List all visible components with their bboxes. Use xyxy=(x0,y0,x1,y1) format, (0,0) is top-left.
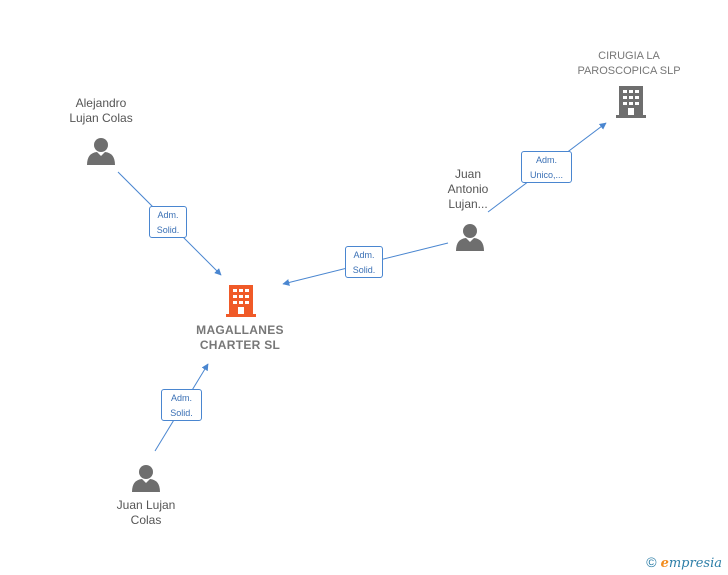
alejandro-label[interactable]: Alejandro Lujan Colas xyxy=(51,96,151,126)
edge-label-detail: Solid. xyxy=(156,225,180,235)
juan-antonio-name-line2: Antonio xyxy=(447,182,489,196)
juan-lujan-person-icon[interactable] xyxy=(132,465,160,492)
juan-lujan-name-line1: Juan Lujan xyxy=(116,498,176,512)
edge-label-detail: Unico,... xyxy=(529,170,563,180)
main-company-building-icon[interactable] xyxy=(226,285,256,317)
main-company-label[interactable]: MAGALLANES CHARTER SL xyxy=(180,323,300,353)
edge-label-juan-antonio-to-cirugia[interactable]: Adm. Unico,... xyxy=(521,151,572,183)
juan-antonio-label[interactable]: Juan Antonio Lujan... xyxy=(428,167,508,212)
edge-label-role: Adm. xyxy=(353,250,375,260)
edge-label-detail: Solid. xyxy=(352,265,376,275)
brand-logo: empresia xyxy=(661,556,722,571)
juan-lujan-name-line2: Colas xyxy=(130,513,162,527)
juan-antonio-name-line1: Juan xyxy=(454,167,482,181)
edge-label-alejandro-to-main[interactable]: Adm. Solid. xyxy=(149,206,187,238)
cirugia-name-line1: CIRUGIA LA xyxy=(598,50,660,62)
juan-lujan-label[interactable]: Juan Lujan Colas xyxy=(96,498,196,528)
edge-label-role: Adm. xyxy=(535,155,557,165)
juan-antonio-name-line3: Lujan... xyxy=(448,197,488,211)
alejandro-name-line2: Lujan Colas xyxy=(69,111,133,125)
cirugia-building-icon[interactable] xyxy=(616,86,646,118)
juan-antonio-person-icon[interactable] xyxy=(456,224,484,251)
alejandro-person-icon[interactable] xyxy=(87,138,115,165)
brand-name: mpresia xyxy=(668,556,722,571)
brand-initial: e xyxy=(660,556,669,571)
copyright-symbol: © xyxy=(646,554,657,570)
edge-label-juan-antonio-to-main[interactable]: Adm. Solid. xyxy=(345,246,383,278)
cirugia-name-line2: PAROSCOPICA SLP xyxy=(577,65,681,77)
edge-label-role: Adm. xyxy=(170,393,192,403)
edge-label-juan-lujan-to-main[interactable]: Adm. Solid. xyxy=(161,389,202,421)
main-company-name-line2: CHARTER SL xyxy=(199,338,281,352)
alejandro-name-line1: Alejandro xyxy=(75,96,127,110)
edge-label-detail: Solid. xyxy=(170,408,193,418)
empresia-watermark: ©empresia xyxy=(646,554,722,571)
edge-label-role: Adm. xyxy=(157,210,179,220)
main-company-name-line1: MAGALLANES xyxy=(196,323,284,337)
cirugia-label[interactable]: CIRUGIA LA PAROSCOPICA SLP xyxy=(559,49,699,79)
